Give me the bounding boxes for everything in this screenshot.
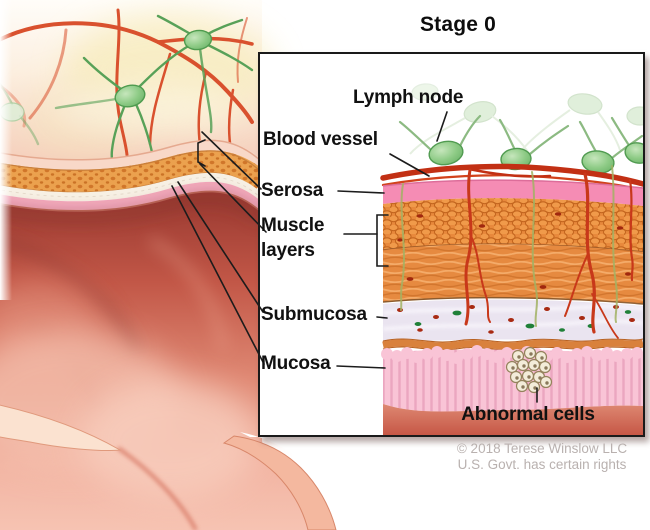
label-lymph-node: Lymph node (353, 87, 464, 108)
label-abnormal-cells: Abnormal cells (461, 404, 595, 425)
left-edge-fade (0, 0, 12, 300)
inset-circular-muscle (382, 198, 643, 253)
inset-serosa-layer (382, 179, 643, 206)
background-lymph-nodes (409, 83, 643, 155)
inset-longitudinal-muscle (382, 244, 643, 308)
label-mucosa: Mucosa (261, 353, 331, 374)
label-submucosa: Submucosa (261, 304, 367, 325)
cut-rim (0, 404, 650, 530)
inset-submucosa-layer (382, 299, 643, 344)
label-blood-vessel: Blood vessel (263, 129, 378, 150)
inset-penetrating-vessels (400, 165, 634, 339)
abnormal-cells-cluster (505, 346, 553, 394)
label-serosa: Serosa (261, 180, 324, 201)
copyright-line1: © 2018 Terese Winslow LLC (456, 441, 628, 456)
inset-lymph-nodes (428, 140, 643, 174)
inset-lumen (383, 404, 643, 435)
stage-title: Stage 0 (419, 13, 497, 36)
inset-wall-illustration (380, 83, 643, 435)
copyright-credit: © 2018 Terese Winslow LLC U.S. Govt. has… (436, 441, 648, 473)
copyright-line2: U.S. Govt. has certain rights (457, 457, 627, 473)
inset-box (258, 52, 645, 437)
label-muscle-layers: Muscle layers (261, 215, 325, 261)
